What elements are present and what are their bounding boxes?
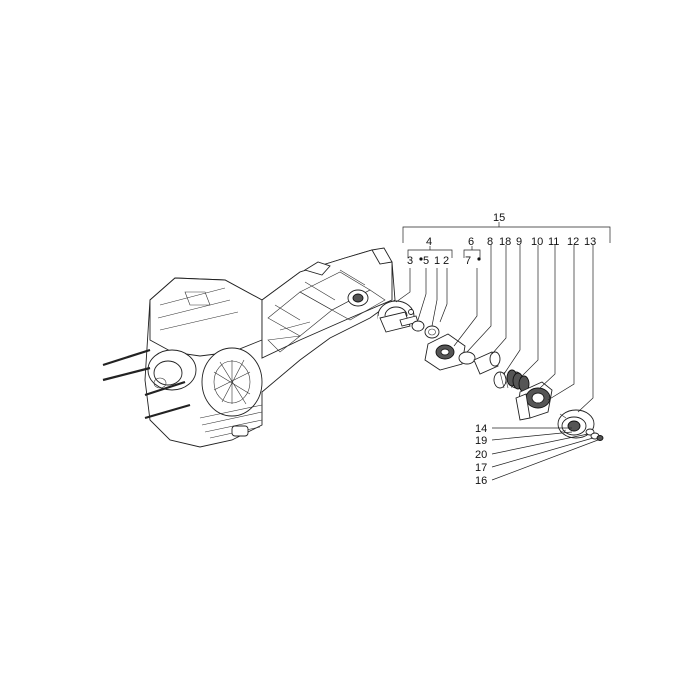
part-label-7: 7 — [465, 255, 471, 267]
part-label-2: 2 — [443, 255, 449, 267]
part-label-4: 4 — [426, 236, 432, 248]
part-label-14: 14 — [475, 423, 487, 435]
part-label-12: 12 — [567, 236, 579, 248]
transmission-parts — [377, 300, 604, 441]
part-label-15: 15 — [493, 212, 505, 224]
part-label-20: 20 — [475, 449, 487, 461]
part-label-18: 18 — [499, 236, 511, 248]
part-label-16: 16 — [475, 475, 487, 487]
part-number-labels: 15 4 6 8 18 9 10 11 12 13 3 5 1 2 7 14 1… — [407, 212, 596, 487]
callout-leaders — [395, 222, 611, 481]
part-label-13: 13 — [584, 236, 596, 248]
part-label-19: 19 — [475, 435, 487, 447]
part-label-17: 17 — [475, 462, 487, 474]
part-label-10: 10 — [531, 236, 543, 248]
part-label-5: 5 — [423, 255, 429, 267]
part-label-1: 1 — [434, 255, 440, 267]
crankcase-illustration — [102, 247, 396, 448]
part-label-11: 11 — [548, 236, 559, 248]
part-label-9: 9 — [516, 236, 522, 248]
part-label-6: 6 — [468, 236, 474, 248]
part-label-8: 8 — [487, 236, 493, 248]
part-label-3: 3 — [407, 255, 413, 267]
